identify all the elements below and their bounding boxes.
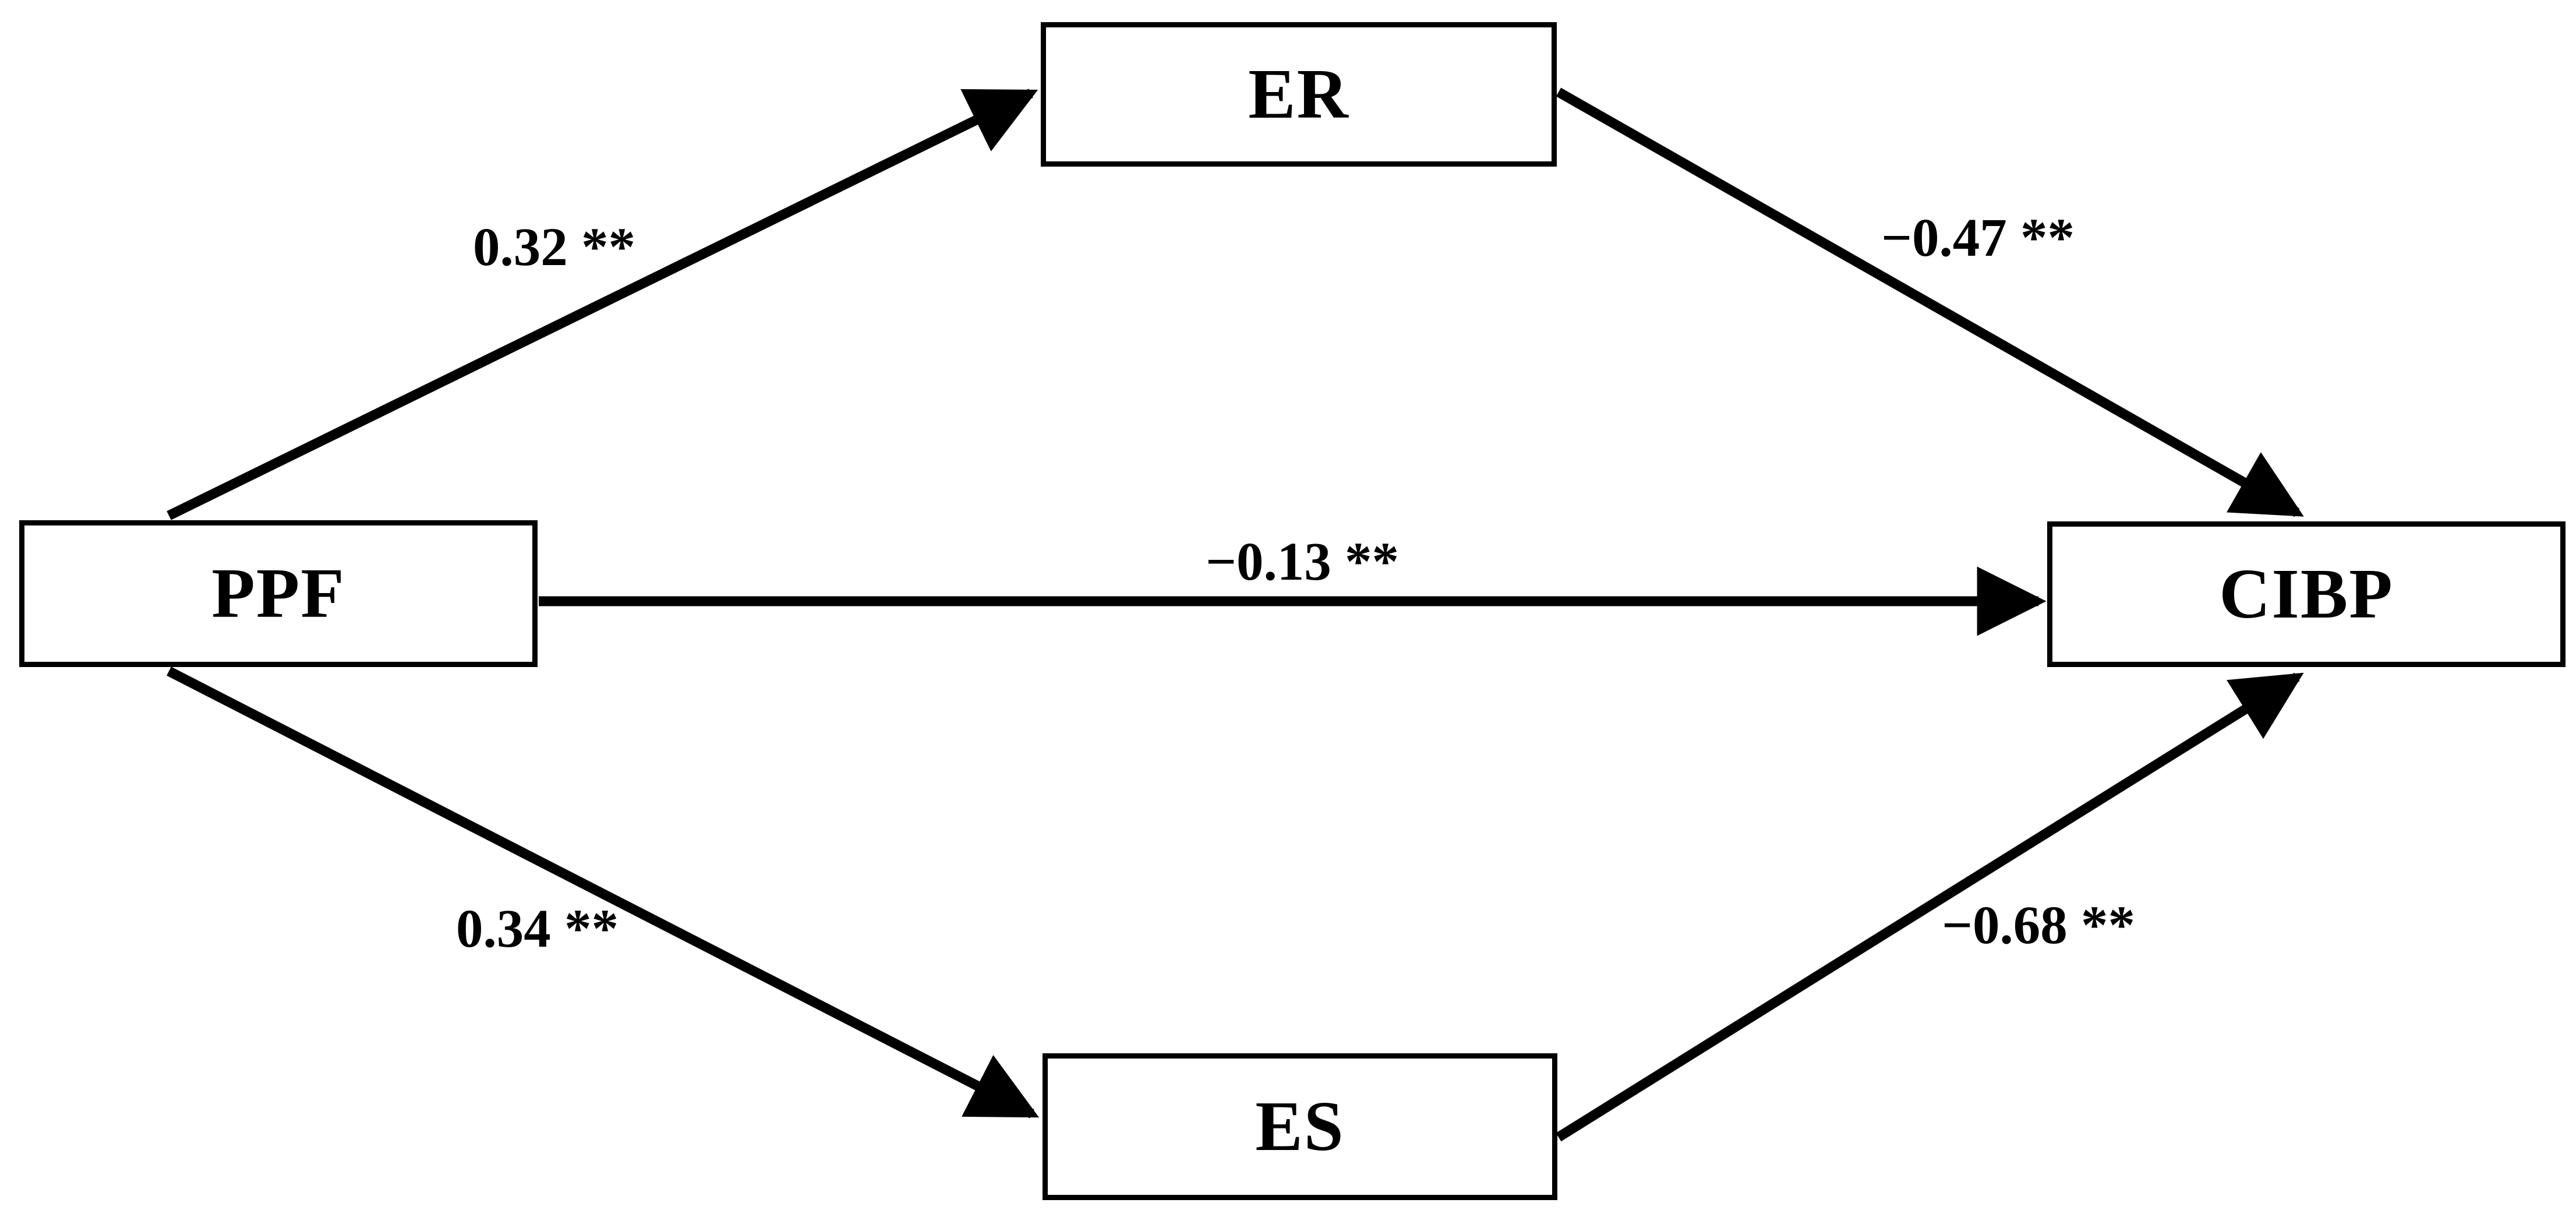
node-er[interactable]: ER <box>1041 22 1557 167</box>
path-label-ppf-er: 0.32 ** <box>473 217 635 277</box>
path-label-er-cibp: −0.47 ** <box>1881 208 2075 268</box>
path-arrow-ppf-es <box>167 666 1040 1119</box>
path-label-es-cibp: −0.68 ** <box>1942 895 2135 955</box>
path-arrow-ppf-er <box>167 89 1038 520</box>
node-cibp-label: CIBP <box>2219 555 2394 633</box>
path-label-ppf-es: 0.34 ** <box>456 899 619 959</box>
node-es[interactable]: ES <box>1043 1053 1557 1200</box>
path-arrow-er-cibp <box>1556 87 2304 517</box>
node-ppf-label: PPF <box>211 554 345 633</box>
node-ppf[interactable]: PPF <box>19 520 538 667</box>
path-arrow-es-cibp <box>1556 672 2304 1142</box>
node-es-label: ES <box>1255 1087 1345 1166</box>
node-cibp[interactable]: CIBP <box>2047 521 2566 667</box>
node-er-label: ER <box>1248 55 1349 133</box>
path-label-ppf-cibp: −0.13 ** <box>1206 532 1399 592</box>
